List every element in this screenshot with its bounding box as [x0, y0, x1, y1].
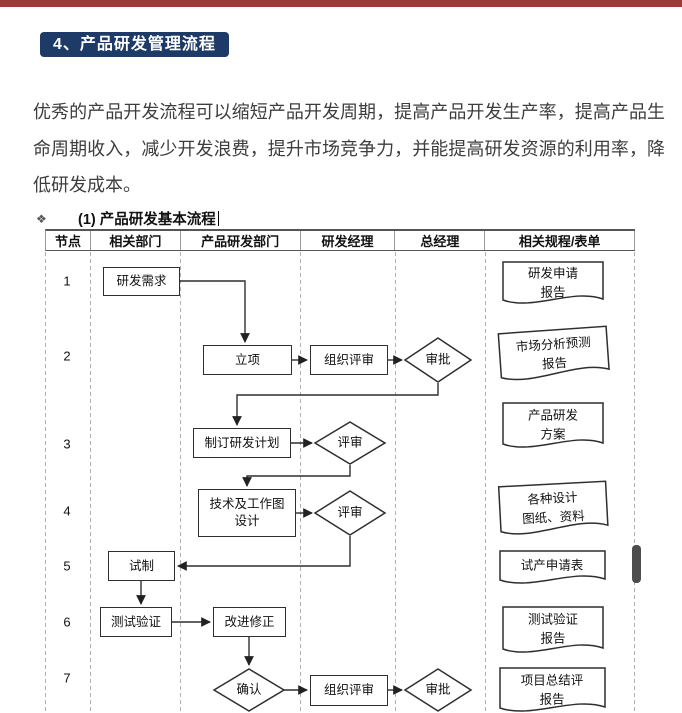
label-approval-1: 审批	[425, 352, 451, 367]
text-cursor	[217, 211, 220, 226]
doc-shape-4	[497, 480, 609, 535]
box-test-verification: 测试验证	[100, 607, 172, 637]
doc-shape-3	[502, 402, 604, 448]
flowchart-canvas	[45, 252, 635, 713]
decision-diamonds	[212, 337, 473, 712]
row-number-4: 4	[63, 503, 71, 519]
label-doc-4: 各种设计 图纸、资料	[521, 490, 586, 527]
diamond-approval-1	[403, 337, 473, 383]
column-header-rd-manager: 研发经理	[301, 231, 396, 250]
column-header-rd-dept: 产品研发部门	[181, 231, 301, 250]
column-header-node: 节点	[46, 231, 91, 250]
label-doc-7: 项目总结评 报告	[520, 673, 584, 707]
row-number-2: 2	[63, 348, 71, 364]
row-number-3: 3	[63, 436, 71, 452]
label-doc-2: 市场分析预测 报告	[515, 335, 592, 372]
column-header-related-dept: 相关部门	[91, 231, 181, 250]
diamond-review-2	[313, 490, 387, 536]
doc-shape-7	[499, 667, 606, 712]
box-org-review-2: 组织评审	[310, 675, 388, 706]
row-number-1: 1	[63, 273, 71, 289]
flowchart-table[interactable]: 节点 相关部门 产品研发部门 研发经理 总经理 相关规程/表单 1 2 3 4 …	[45, 229, 635, 713]
box-org-review-1: 组织评审	[310, 345, 388, 375]
section-heading-badge: 4、产品研发管理流程	[40, 32, 229, 57]
box-project-initiation: 立项	[203, 345, 292, 375]
diamond-approval-2	[403, 668, 473, 712]
anchor-marker-icon: ❖	[36, 211, 47, 226]
label-doc-6: 测试验证 报告	[527, 612, 579, 646]
box-trial-production: 试制	[108, 551, 175, 581]
chart-caption: (1) 产品研发基本流程	[78, 212, 216, 228]
top-accent-bar	[0, 0, 682, 7]
chart-caption-row[interactable]: ❖ (1) 产品研发基本流程	[36, 208, 220, 229]
column-header-gm: 总经理	[395, 231, 486, 250]
label-doc-5: 试产申请表	[520, 558, 584, 573]
doc-shape-1	[502, 261, 604, 304]
box-improvement: 改进修正	[213, 607, 286, 637]
label-doc-3: 产品研发 方案	[527, 408, 579, 442]
document-shapes	[497, 261, 610, 712]
box-plan: 制订研发计划	[193, 428, 291, 458]
table-header-row: 节点 相关部门 产品研发部门 研发经理 总经理 相关规程/表单	[45, 229, 635, 251]
doc-shape-2	[497, 325, 610, 381]
scrollbar-thumb[interactable]	[632, 545, 641, 583]
row-number-5: 5	[63, 558, 71, 574]
intro-paragraph[interactable]: 优秀的产品开发流程可以缩短产品开发周期，提高产品开发生产率，提高产品生命周期收入…	[33, 102, 665, 195]
column-header-forms: 相关规程/表单	[485, 231, 635, 250]
box-rd-demand: 研发需求	[103, 267, 180, 296]
label-doc-1: 研发申请 报告	[527, 266, 579, 300]
label-approval-2: 审批	[425, 682, 451, 697]
diamond-confirm	[212, 668, 286, 712]
doc-shape-5	[499, 550, 606, 584]
label-confirm: 确认	[236, 682, 262, 697]
row-number-7: 7	[63, 670, 71, 686]
box-tech-design: 技术及工作图 设计	[198, 489, 296, 537]
label-review-2: 评审	[337, 505, 363, 520]
row-number-6: 6	[63, 614, 71, 630]
doc-shape-6	[502, 606, 604, 653]
diamond-review-1	[313, 421, 387, 465]
flow-connectors	[136, 280, 439, 695]
label-review-1: 评审	[337, 435, 363, 450]
